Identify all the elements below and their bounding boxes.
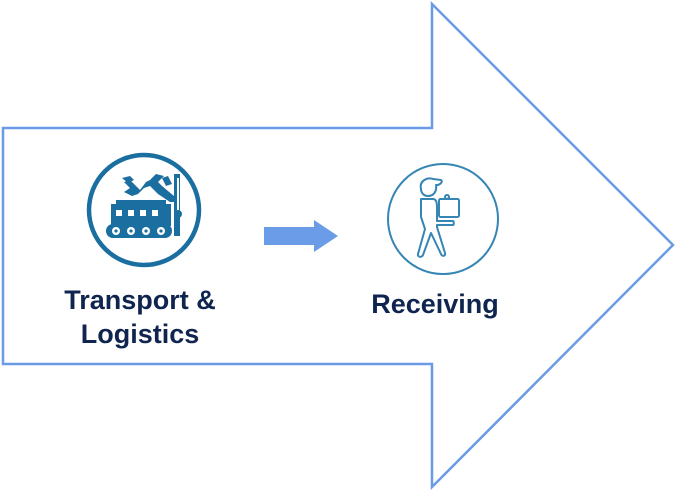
receiving-icon <box>383 163 503 283</box>
factory-robot-conveyor-icon <box>86 152 202 268</box>
right-arrow-icon <box>264 220 340 252</box>
person-carrying-box-icon <box>387 163 499 275</box>
receiving-label: Receiving <box>371 289 499 319</box>
transport-logistics-label-line2: Logistics <box>80 319 200 349</box>
transport-logistics-label: Transport & Logistics <box>40 283 240 351</box>
transport-logistics-icon <box>84 150 204 270</box>
transport-logistics-label-line1: Transport & <box>64 285 216 315</box>
